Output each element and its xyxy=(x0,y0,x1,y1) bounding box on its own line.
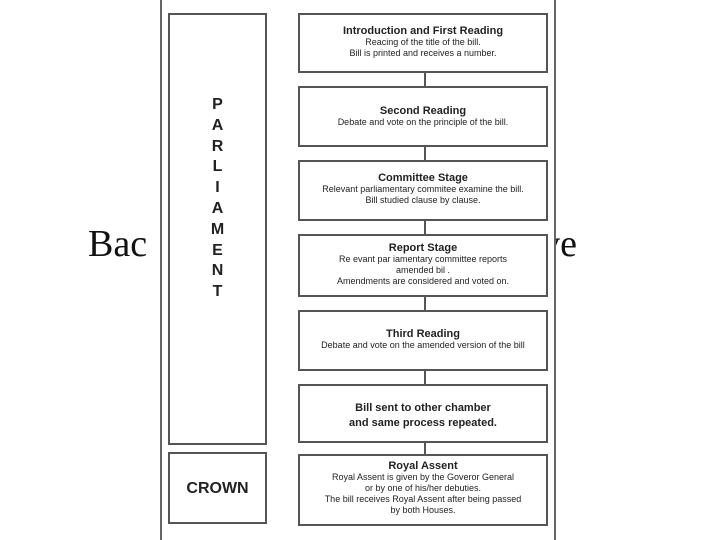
flow-connector xyxy=(424,296,426,311)
stage-title-line: and same process repeated. xyxy=(349,417,497,429)
parliament-letter: N xyxy=(211,262,224,280)
stage-description: Debate and vote on the amended version o… xyxy=(321,340,525,350)
parliament-letter: M xyxy=(210,220,225,238)
parliament-letter: L xyxy=(212,158,223,176)
stage-description: amended bil . xyxy=(395,265,451,275)
stage-description: Bill is printed and receives a number. xyxy=(349,48,497,58)
stage-royal-assent: Royal Assent Royal Assent is given by th… xyxy=(298,454,548,526)
stage-title: Committee Stage xyxy=(378,172,468,184)
flow-connector xyxy=(424,72,426,87)
stage-description: Debate and vote on the principle of the … xyxy=(337,117,509,127)
stage-title: Introduction and First Reading xyxy=(342,25,504,37)
crown-box: CROWN xyxy=(168,452,267,524)
parliament-letter: E xyxy=(212,241,223,259)
stage-description: Royal Assent is given by the Goveror Gen… xyxy=(331,472,515,482)
stage-description: Amendments are considered and voted on. xyxy=(336,276,510,286)
stage-committee: Committee Stage Relevant parliamentary c… xyxy=(298,160,548,221)
flow-connector xyxy=(424,220,426,235)
parliament-letter: R xyxy=(211,137,224,155)
background-title-left: Bac xyxy=(88,223,148,265)
crown-label: CROWN xyxy=(186,480,249,497)
flow-connector xyxy=(424,146,426,161)
parliament-letter: P xyxy=(212,96,223,113)
parliament-box: P A R L I A M E N T xyxy=(168,13,267,445)
parliament-letter: A xyxy=(211,116,224,134)
stage-description: by both Houses. xyxy=(390,505,456,515)
stage-third-reading: Third Reading Debate and vote on the ame… xyxy=(298,310,548,371)
stage-title: Third Reading xyxy=(386,328,460,340)
stage-title-line: Bill sent to other chamber xyxy=(355,402,491,414)
parliament-letter: I xyxy=(215,179,220,197)
stage-description: Reacing of the title of the bill. xyxy=(365,37,481,47)
stage-report: Report Stage Re evant par iamentary comm… xyxy=(298,234,548,297)
flow-connector xyxy=(424,370,426,385)
stage-description: Relevant parliamentary commitee examine … xyxy=(322,184,524,194)
stage-description: The bill receives Royal Assent after bei… xyxy=(324,494,522,504)
parliament-label: P A R L I A M E N T xyxy=(170,95,265,303)
flow-connector xyxy=(424,442,426,455)
parliament-letter: T xyxy=(212,283,223,301)
stage-description: Bill studied clause by clause. xyxy=(365,195,481,205)
stage-introduction-first-reading: Introduction and First Reading Reacing o… xyxy=(298,13,548,73)
parliament-letter: A xyxy=(211,199,224,217)
stage-title: Report Stage xyxy=(388,242,458,254)
stage-second-reading: Second Reading Debate and vote on the pr… xyxy=(298,86,548,147)
stage-description: or by one of his/her debuties. xyxy=(364,483,482,493)
stage-title: Royal Assent xyxy=(388,460,458,472)
stage-other-chamber: Bill sent to other chamber and same proc… xyxy=(298,384,548,443)
stage-title: Second Reading xyxy=(379,105,467,117)
stage-description: Re evant par iamentary committee reports xyxy=(338,254,508,264)
